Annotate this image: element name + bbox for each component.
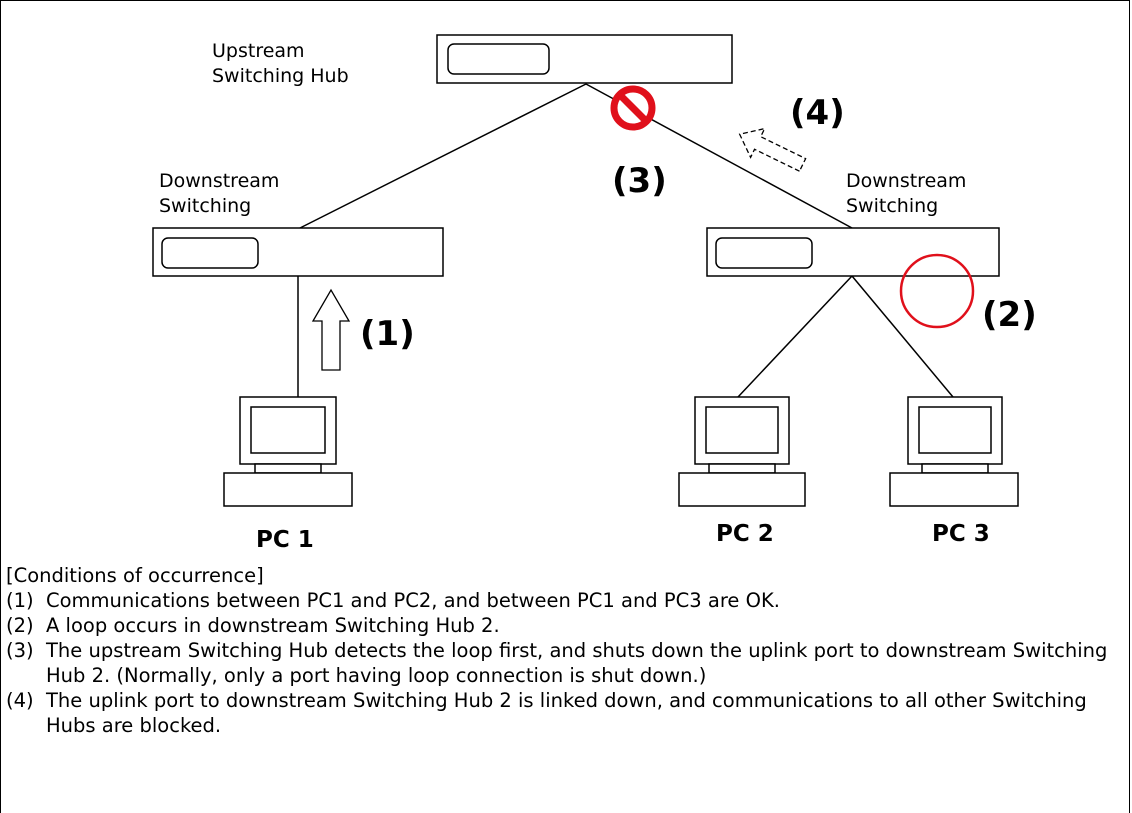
condition-text: A loop occurs in downstream Switching Hu… (46, 614, 500, 637)
step-2-marker: (2) (982, 295, 1037, 335)
pc2-label: PC 2 (716, 521, 774, 547)
step-3-marker: (3) (612, 161, 667, 201)
condition-item: (4) The uplink port to downstream Switch… (6, 688, 1126, 738)
condition-number: (2) (6, 614, 34, 637)
upstream-hub (436, 34, 733, 84)
link-upstream-left (299, 83, 587, 229)
condition-text: Communications between PC1 and PC2, and … (46, 589, 780, 612)
condition-text: The uplink port to downstream Switching … (46, 689, 1087, 737)
downstream-hub-right-label: Downstream Switching (846, 170, 967, 217)
pc2-computer-icon (678, 396, 806, 507)
conditions-title: [Conditions of occurrence] (6, 564, 264, 587)
condition-number: (4) (6, 689, 34, 712)
downstream-hub-left (152, 227, 444, 277)
blocked-port-icon (610, 85, 656, 131)
pc3-label: PC 3 (932, 521, 990, 547)
upstream-hub-label: Upstream Switching Hub (212, 40, 349, 87)
step-1-marker: (1) (360, 314, 415, 354)
loop-circle-icon (899, 253, 975, 329)
step-4-marker: (4) (790, 93, 845, 133)
condition-number: (3) (6, 639, 34, 662)
conditions-list: (1) Communications between PC1 and PC2, … (6, 588, 1126, 738)
pc1-label: PC 1 (256, 527, 314, 553)
blocked-traffic-arrow-icon (738, 127, 807, 173)
link-right-pc3 (851, 275, 954, 398)
pc1-computer-icon (223, 396, 353, 507)
condition-item: (2) A loop occurs in downstream Switchin… (6, 613, 1126, 638)
condition-item: (1) Communications between PC1 and PC2, … (6, 588, 1126, 613)
condition-text: The upstream Switching Hub detects the l… (46, 639, 1108, 687)
link-right-pc2 (737, 275, 853, 398)
conditions-notes: [Conditions of occurrence] (1) Communica… (6, 563, 1126, 738)
downstream-hub-left-label: Downstream Switching (159, 170, 280, 217)
condition-item: (3) The upstream Switching Hub detects t… (6, 638, 1126, 688)
upward-traffic-arrow-icon (311, 288, 351, 371)
pc3-computer-icon (889, 396, 1019, 507)
condition-number: (1) (6, 589, 34, 612)
downstream-hub-right (706, 227, 1000, 277)
